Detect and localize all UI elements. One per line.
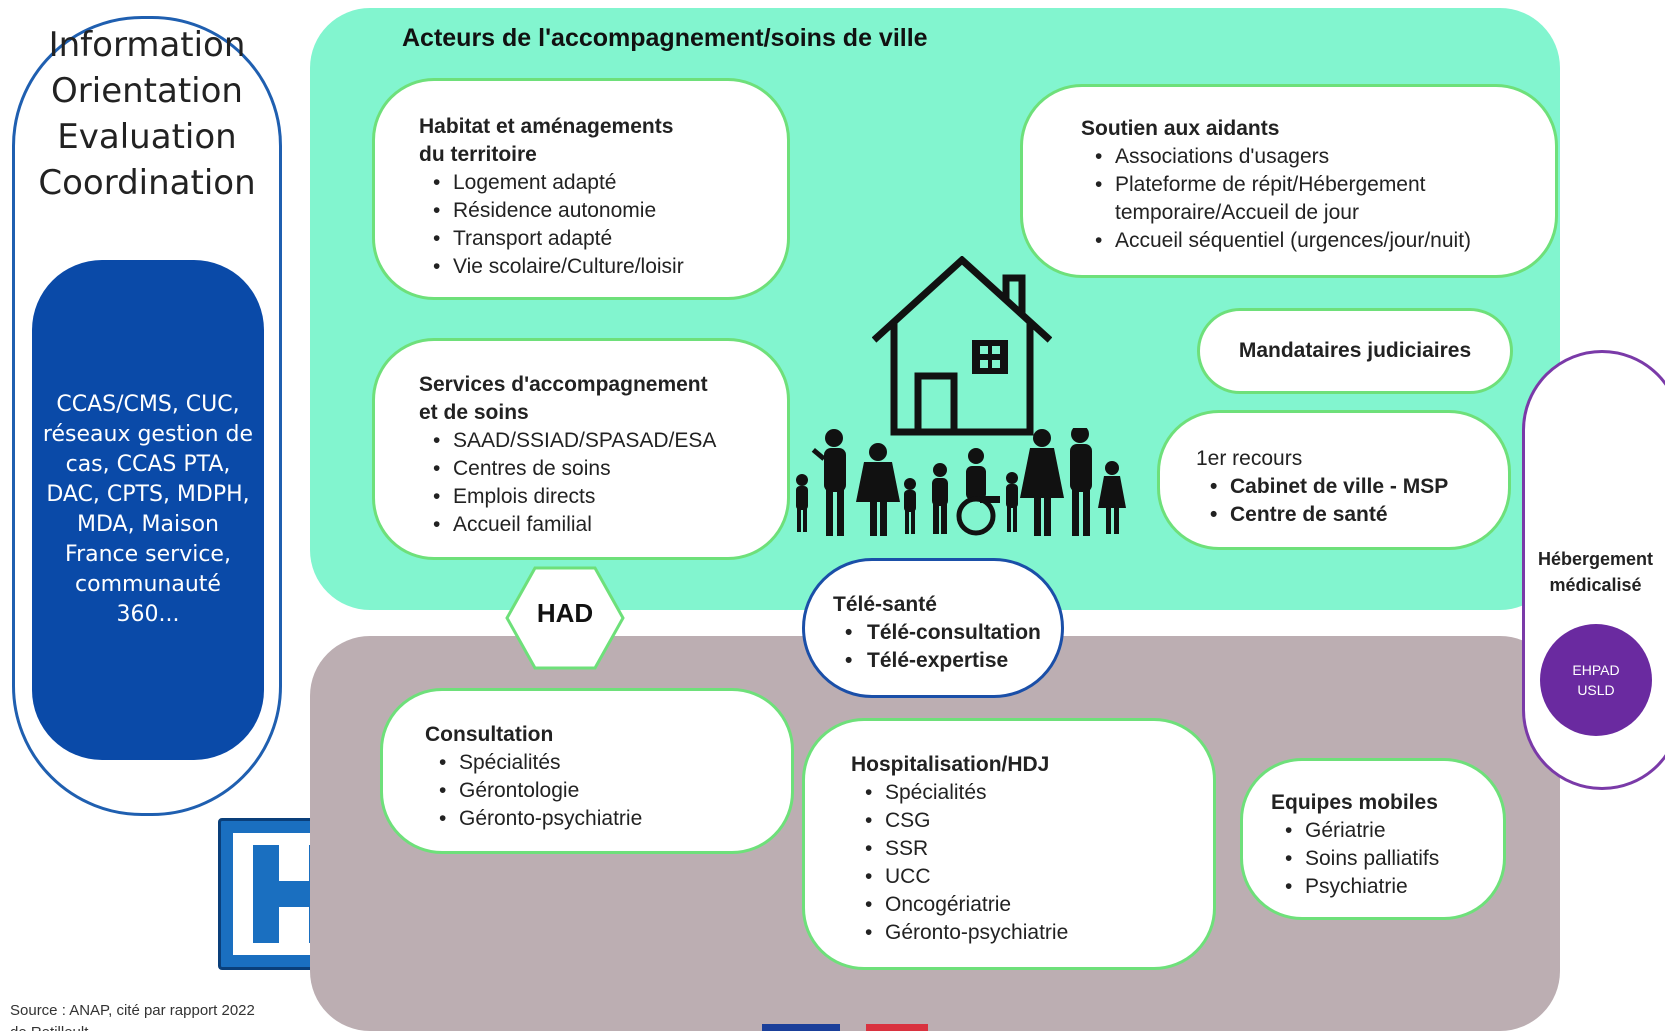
list-item: Résidence autonomie xyxy=(419,197,787,225)
list-item: Télé-expertise xyxy=(833,647,1061,675)
primary-care-card: 1er recours Cabinet de ville - MSP Centr… xyxy=(1157,410,1511,550)
mobile-teams-title: Equipes mobiles xyxy=(1271,791,1438,814)
coordination-title-line: Orientation xyxy=(51,71,243,111)
list-item: Accueil séquentiel (urgences/jour/nuit) xyxy=(1081,227,1555,255)
list-item: Télé-consultation xyxy=(833,619,1061,647)
telehealth-title: Télé-santé xyxy=(833,593,937,616)
telehealth-card: Télé-santé Télé-consultation Télé-expert… xyxy=(802,558,1064,698)
had-hexagon-shape xyxy=(505,566,625,670)
usld-label: USLD xyxy=(1577,682,1615,698)
hospitalisation-list: Spécialités CSG SSR UCC Oncogériatrie Gé… xyxy=(851,779,1213,947)
city-care-region-title: Acteurs de l'accompagnement/soins de vil… xyxy=(402,24,928,52)
family-with-wheelchair-icon xyxy=(796,428,1126,536)
services-title-line2: et de soins xyxy=(419,401,529,424)
list-item: Oncogériatrie xyxy=(851,891,1213,919)
coordination-title-line: Evaluation xyxy=(57,117,237,157)
medical-housing-title-line: Hébergement xyxy=(1537,549,1654,569)
list-item: Géronto-psychiatrie xyxy=(851,919,1213,947)
list-item: SSR xyxy=(851,835,1213,863)
list-item: Cabinet de ville - MSP xyxy=(1196,473,1508,501)
list-item: Gériatrie xyxy=(1271,817,1503,845)
caregiver-support-title: Soutien aux aidants xyxy=(1081,117,1280,140)
ehpad-label: EHPAD xyxy=(1572,662,1620,678)
coordination-title-line: Coordination xyxy=(38,163,256,203)
medical-housing-title-line: médicalisé xyxy=(1549,575,1642,595)
list-item: CSG xyxy=(851,807,1213,835)
list-item: Logement adapté xyxy=(419,169,787,197)
logo-fragment-red xyxy=(866,1024,928,1031)
list-item: Centre de santé xyxy=(1196,501,1508,529)
consultation-list: Spécialités Gérontologie Géronto-psychia… xyxy=(425,749,791,833)
hospitalisation-title: Hospitalisation/HDJ xyxy=(851,753,1050,776)
coordination-title-line: Information xyxy=(48,25,246,65)
habitat-list: Logement adapté Résidence autonomie Tran… xyxy=(419,169,787,281)
habitat-title: Habitat et aménagements xyxy=(419,115,674,138)
list-item: Transport adapté xyxy=(419,225,787,253)
telehealth-list: Télé-consultation Télé-expertise xyxy=(833,619,1061,675)
judicial-agents-card: Mandataires judiciaires xyxy=(1197,308,1513,394)
list-item: Associations d'usagers xyxy=(1081,143,1555,171)
coordination-actors-text: CCAS/CMS, CUC, réseaux gestion de cas, C… xyxy=(42,392,254,627)
caregiver-support-list: Associations d'usagers Plateforme de rép… xyxy=(1081,143,1555,255)
coordination-title: Information Orientation Evaluation Coord… xyxy=(12,22,282,206)
list-item: Centres de soins xyxy=(419,455,787,483)
list-item: Spécialités xyxy=(851,779,1213,807)
had-label: HAD xyxy=(536,598,594,628)
judicial-agents-title: Mandataires judiciaires xyxy=(1238,339,1472,362)
source-note: Source : ANAP, cité par rapport 2022 de … xyxy=(10,1000,255,1031)
logo-fragment-blue xyxy=(762,1024,840,1031)
primary-care-list: Cabinet de ville - MSP Centre de santé xyxy=(1196,473,1508,529)
habitat-card: Habitat et aménagements du territoire Lo… xyxy=(372,78,790,300)
mobile-teams-card: Equipes mobiles Gériatrie Soins palliati… xyxy=(1240,758,1506,920)
house-icon xyxy=(872,256,1052,436)
list-item: UCC xyxy=(851,863,1213,891)
mobile-teams-list: Gériatrie Soins palliatifs Psychiatrie xyxy=(1271,817,1503,901)
source-line: Source : ANAP, cité par rapport 2022 xyxy=(10,1002,255,1019)
services-title: Services d'accompagnement xyxy=(419,373,708,396)
list-item: Vie scolaire/Culture/loisir xyxy=(419,253,787,281)
hospitalisation-card: Hospitalisation/HDJ Spécialités CSG SSR … xyxy=(802,718,1216,970)
medical-housing-title: Hébergement médicalisé xyxy=(1524,546,1665,598)
consultation-card: Consultation Spécialités Gérontologie Gé… xyxy=(380,688,794,854)
caregiver-support-card: Soutien aux aidants Associations d'usage… xyxy=(1020,84,1558,278)
source-line: de Retilleult xyxy=(10,1022,255,1031)
services-card: Services d'accompagnement et de soins SA… xyxy=(372,338,790,560)
list-item: Emplois directs xyxy=(419,483,787,511)
list-item: Psychiatrie xyxy=(1271,873,1503,901)
services-list: SAAD/SSIAD/SPASAD/ESA Centres de soins E… xyxy=(419,427,787,539)
list-item: Plateforme de répit/Hébergement temporai… xyxy=(1081,171,1481,227)
habitat-title-line2: du territoire xyxy=(419,143,537,166)
ehpad-usld-circle: EHPAD USLD xyxy=(1540,624,1652,736)
list-item: Spécialités xyxy=(425,749,791,777)
list-item: Géronto-psychiatrie xyxy=(425,805,791,833)
primary-care-title: 1er recours xyxy=(1196,447,1303,470)
consultation-title: Consultation xyxy=(425,723,554,746)
list-item: Gérontologie xyxy=(425,777,791,805)
list-item: Soins palliatifs xyxy=(1271,845,1503,873)
list-item: Accueil familial xyxy=(419,511,787,539)
list-item: SAAD/SSIAD/SPASAD/ESA xyxy=(419,427,787,455)
coordination-actors-box: CCAS/CMS, CUC, réseaux gestion de cas, C… xyxy=(32,260,264,760)
